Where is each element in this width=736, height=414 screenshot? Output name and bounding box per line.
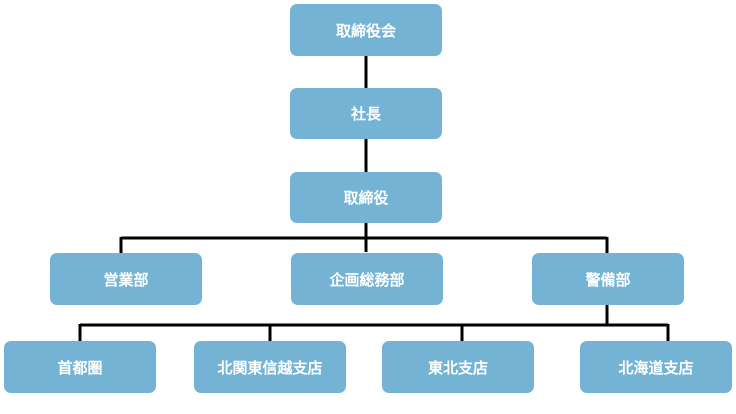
node-tohoku: 東北支店: [382, 341, 534, 393]
node-president: 社長: [290, 88, 442, 139]
node-kitakanto: 北関東信越支店: [194, 341, 346, 393]
node-sales: 営業部: [50, 253, 202, 305]
node-shutoken: 首都圏: [4, 341, 156, 393]
node-board: 取締役会: [290, 4, 442, 56]
node-security: 警備部: [532, 253, 684, 305]
node-director: 取締役: [290, 172, 442, 223]
node-planning: 企画総務部: [291, 253, 443, 305]
node-hokkaido: 北海道支店: [580, 341, 732, 393]
